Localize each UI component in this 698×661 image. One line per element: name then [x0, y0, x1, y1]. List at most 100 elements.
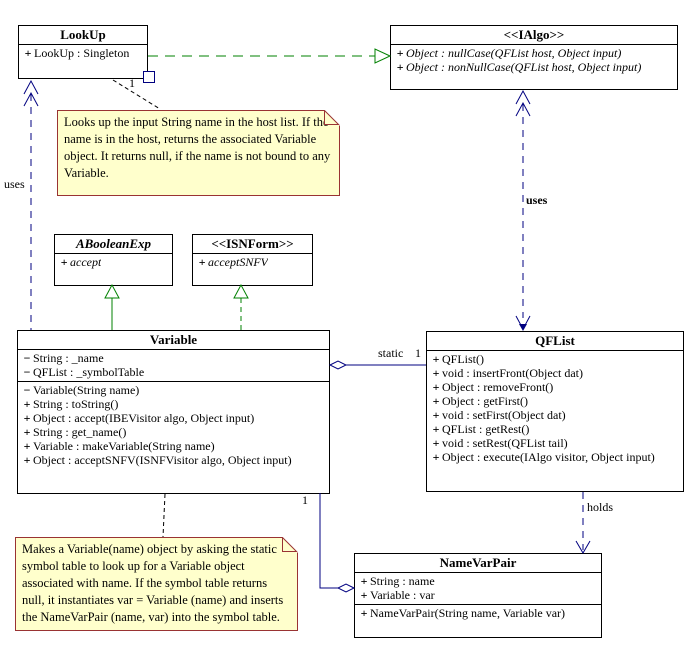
visibility-sign: −	[23, 383, 31, 397]
member-text: Object : acceptSNFV(ISNFVisitor algo, Ob…	[33, 453, 292, 467]
member-text: String : name	[370, 574, 435, 588]
attributes-compartment: + LookUp : Singleton	[19, 45, 147, 60]
class-member-row: + accept	[55, 255, 172, 269]
class-member-row: + LookUp : Singleton	[19, 46, 147, 60]
class-member-row: + Object : execute(IAlgo visitor, Object…	[427, 450, 683, 464]
member-text: Object : getFirst()	[442, 394, 528, 408]
class-member-row: + Object : nullCase(QFList host, Object …	[391, 46, 677, 60]
edge-aggregation-variable-qflist[interactable]	[328, 360, 426, 370]
edge-realization-lookup-ialgo[interactable]	[148, 48, 392, 64]
visibility-sign: +	[432, 436, 440, 450]
edge-aggregation-namevarpair-variable[interactable]	[319, 493, 356, 593]
label-holds: holds	[587, 500, 614, 514]
class-member-row: + Object : removeFront()	[427, 380, 683, 394]
class-member-row: + Object : acceptSNFV(ISNFVisitor algo, …	[18, 453, 329, 467]
class-member-row: + void : insertFront(Object dat)	[427, 366, 683, 380]
label-multiplicity-variable: 1	[302, 493, 308, 507]
visibility-sign: +	[432, 380, 440, 394]
member-text: Variable(String name)	[33, 383, 140, 397]
member-text: Object : execute(IAlgo visitor, Object i…	[442, 450, 655, 464]
class-member-row: + Variable : var	[355, 588, 601, 602]
class-variable[interactable]: Variable − String : _name − QFList : _sy…	[17, 330, 330, 494]
note-text: Makes a Variable(name) object by asking …	[22, 542, 284, 624]
class-title: ABooleanExp	[55, 235, 172, 254]
class-lookup[interactable]: LookUp + LookUp : Singleton	[18, 25, 148, 79]
class-member-row: − String : _name	[18, 351, 329, 365]
methods-compartment: + NameVarPair(String name, Variable var)	[355, 605, 601, 620]
visibility-sign: +	[23, 411, 31, 425]
class-title: QFList	[427, 332, 683, 351]
note-text: Looks up the input String name in the ho…	[64, 115, 331, 180]
note-makevariable-description[interactable]: Makes a Variable(name) object by asking …	[15, 537, 298, 631]
visibility-sign: +	[23, 439, 31, 453]
member-text: String : _name	[33, 351, 104, 365]
visibility-sign: −	[23, 365, 31, 379]
class-member-row: + Object : accept(IBEVisitor algo, Objec…	[18, 411, 329, 425]
class-member-row: + String : toString()	[18, 397, 329, 411]
member-text: Object : accept(IBEVisitor algo, Object …	[33, 411, 255, 425]
class-title: LookUp	[19, 26, 147, 45]
note-lookup-description[interactable]: Looks up the input String name in the ho…	[57, 110, 340, 196]
visibility-sign: +	[24, 46, 32, 60]
edge-dependency-qflist-ialgo[interactable]	[515, 89, 531, 331]
class-abooleanexp[interactable]: ABooleanExp + accept	[54, 234, 173, 286]
member-text: QFList()	[442, 352, 484, 366]
member-text: acceptSNFV	[208, 255, 268, 269]
class-member-row: + Variable : makeVariable(String name)	[18, 439, 329, 453]
class-member-row: + void : setFirst(Object dat)	[427, 408, 683, 422]
visibility-sign: +	[360, 606, 368, 620]
visibility-sign: +	[432, 450, 440, 464]
member-text: LookUp : Singleton	[34, 46, 130, 60]
visibility-sign: +	[432, 352, 440, 366]
class-member-row: − Variable(String name)	[18, 383, 329, 397]
label-static-role: static	[378, 346, 404, 360]
member-text: Variable : var	[370, 588, 435, 602]
member-text: Object : nonNullCase(QFList host, Object…	[406, 60, 642, 74]
note-fold-icon	[282, 537, 298, 552]
visibility-sign: +	[432, 366, 440, 380]
class-ialgo[interactable]: <<IAlgo>> + Object : nullCase(QFList hos…	[390, 25, 678, 90]
member-text: QFList : getRest()	[442, 422, 530, 436]
class-member-row: + NameVarPair(String name, Variable var)	[355, 606, 601, 620]
note-anchor-lookup	[112, 79, 161, 110]
member-text: String : toString()	[33, 397, 119, 411]
edge-generalization-variable-abooleanexp[interactable]	[104, 283, 120, 330]
visibility-sign: +	[432, 394, 440, 408]
member-text: void : setFirst(Object dat)	[442, 408, 566, 422]
visibility-sign: +	[60, 255, 68, 269]
visibility-sign: +	[396, 46, 404, 60]
class-member-row: + Object : getFirst()	[427, 394, 683, 408]
class-member-row: + QFList()	[427, 352, 683, 366]
edge-dependency-variable-lookup[interactable]	[23, 79, 39, 330]
class-member-row: + QFList : getRest()	[427, 422, 683, 436]
visibility-sign: +	[396, 60, 404, 74]
methods-compartment: + acceptSNFV	[193, 254, 312, 269]
member-text: Variable : makeVariable(String name)	[33, 439, 215, 453]
methods-compartment: + accept	[55, 254, 172, 269]
methods-compartment: − Variable(String name) + String : toStr…	[18, 382, 329, 467]
attributes-compartment: + String : name + Variable : var	[355, 573, 601, 605]
class-member-row: + String : get_name()	[18, 425, 329, 439]
label-uses-left: uses	[4, 177, 25, 191]
member-text: accept	[70, 255, 102, 269]
label-uses-right: uses	[526, 193, 548, 207]
class-title: NameVarPair	[355, 554, 601, 573]
label-multiplicity-static: 1	[415, 346, 421, 360]
class-title: <<ISNForm>>	[193, 235, 312, 254]
note-anchor-variable	[162, 493, 166, 538]
visibility-sign: +	[198, 255, 206, 269]
edge-realization-variable-isnform[interactable]	[233, 283, 249, 330]
class-namevarpair[interactable]: NameVarPair + String : name + Variable :…	[354, 553, 602, 638]
class-member-row: + acceptSNFV	[193, 255, 312, 269]
member-text: String : get_name()	[33, 425, 127, 439]
class-member-row: + void : setRest(QFList tail)	[427, 436, 683, 450]
class-member-row: + Object : nonNullCase(QFList host, Obje…	[391, 60, 677, 74]
class-isnform[interactable]: <<ISNForm>> + acceptSNFV	[192, 234, 313, 286]
class-qflist[interactable]: QFList + QFList() + void : insertFront(O…	[426, 331, 684, 492]
member-text: NameVarPair(String name, Variable var)	[370, 606, 566, 620]
visibility-sign: +	[23, 397, 31, 411]
visibility-sign: +	[23, 425, 31, 439]
note-fold-icon	[324, 110, 340, 125]
class-title: Variable	[18, 331, 329, 350]
